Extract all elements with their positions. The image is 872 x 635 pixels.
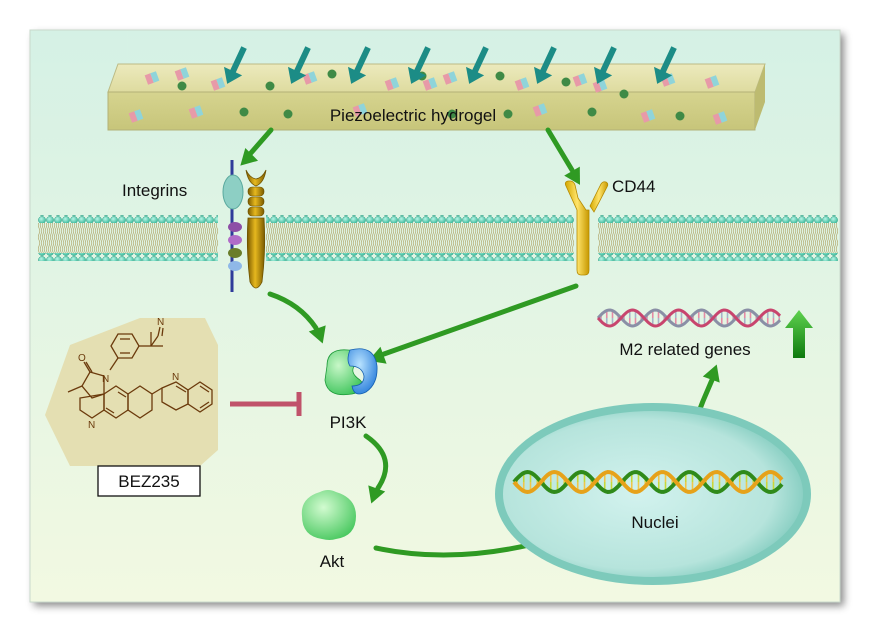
- up-arrow-icon: [785, 310, 813, 358]
- hydrogel-particle-cube: [592, 79, 608, 93]
- hydrogel-particle-cube: [422, 77, 438, 91]
- hydrogel-particle-cube: [174, 67, 190, 81]
- atom-n-pyridine: N: [88, 420, 95, 431]
- hydrogel-particle-cube: [442, 71, 458, 85]
- stimulus-arrow-icon: [594, 46, 617, 84]
- stimulus-arrows: [224, 46, 677, 84]
- integrins-label: Integrins: [122, 181, 187, 200]
- stimulus-arrow-icon: [654, 46, 677, 84]
- stimulus-arrow-icon: [534, 46, 557, 84]
- bez235-label-box: BEZ235: [97, 465, 201, 497]
- hydrogel-particle-dot: [619, 89, 629, 99]
- hydrogel-particle-dot: [495, 71, 505, 81]
- inhibition-bar-icon: [230, 392, 302, 416]
- hydrogel-particle-dot: [283, 109, 293, 119]
- bez235-label: BEZ235: [118, 472, 179, 491]
- dna-strand: [596, 308, 782, 328]
- dna-helix-icon: [512, 469, 784, 495]
- hydrogel-particle-cube: [384, 77, 400, 91]
- hydrogel-particle-cube: [188, 105, 204, 119]
- nucleus: [495, 403, 811, 585]
- nuclei-label: Nuclei: [631, 513, 678, 532]
- hydrogel-particle-dot: [561, 77, 571, 87]
- m2-genes-label: M2 related genes: [619, 340, 750, 359]
- hydrogel-particle-cube: [712, 111, 728, 125]
- akt-protein: [301, 490, 356, 540]
- stimulus-arrow-icon: [224, 46, 247, 84]
- akt-label: Akt: [320, 552, 345, 571]
- stimulus-arrow-icon: [408, 46, 431, 84]
- hydrogel-particle-cube: [352, 103, 368, 117]
- hydrogel-particle-cube: [210, 77, 226, 91]
- hydrogel-particle-dot: [447, 109, 457, 119]
- hydrogel-particle-dot: [503, 109, 513, 119]
- hydrogel-particle-dot: [265, 81, 275, 91]
- hydrogel-particle-cube: [302, 71, 318, 85]
- integrin-to-pi3k-arrow: [267, 291, 326, 344]
- cd44-receptor-icon: [564, 180, 609, 276]
- pi3k-protein: [324, 348, 378, 396]
- stimulus-arrow-icon: [348, 46, 371, 84]
- hydrogel-label: Piezoelectric hydrogel: [330, 106, 496, 125]
- hydrogel-particle-cube: [640, 109, 656, 123]
- atom-n-imidazole: N: [102, 374, 109, 385]
- hydrogel-particle-cube: [704, 75, 720, 89]
- hydrogel-particle-dot: [177, 81, 187, 91]
- gel-to-cd44-arrow: [545, 127, 580, 185]
- stimulus-arrow-icon: [288, 46, 311, 84]
- hydrogel-particle-dot: [675, 111, 685, 121]
- hydrogel-particle-cube: [514, 77, 530, 91]
- hydrogel-particle-cube: [144, 71, 160, 85]
- hydrogel-particles: [128, 67, 728, 125]
- stimulus-arrow-icon: [466, 46, 489, 84]
- pi3k-to-akt-arrow: [363, 433, 389, 504]
- gel-to-integrin-arrow: [240, 127, 274, 166]
- cell-membrane: [38, 215, 838, 261]
- integrin-receptor-icon: [222, 160, 267, 292]
- hydrogel-particle-dot: [587, 107, 597, 117]
- hydrogel-particle-dot: [327, 69, 337, 79]
- hydrogel-particle-cube: [128, 109, 144, 123]
- atom-n-nitrile: N: [157, 317, 164, 328]
- cd44-label: CD44: [612, 177, 655, 196]
- hydrogel-particle-dot: [239, 107, 249, 117]
- dna-strand: [512, 469, 784, 495]
- hydrogel-particle-cube: [532, 103, 548, 117]
- pi3k-label: PI3K: [330, 413, 368, 432]
- m2-dna-helix-icon: [596, 308, 782, 328]
- atom-n-quinoline: N: [172, 372, 179, 383]
- atom-o: O: [78, 353, 86, 364]
- hydrogel-particle-cube: [572, 73, 588, 87]
- bez235-molecule: N N O N N: [45, 317, 218, 466]
